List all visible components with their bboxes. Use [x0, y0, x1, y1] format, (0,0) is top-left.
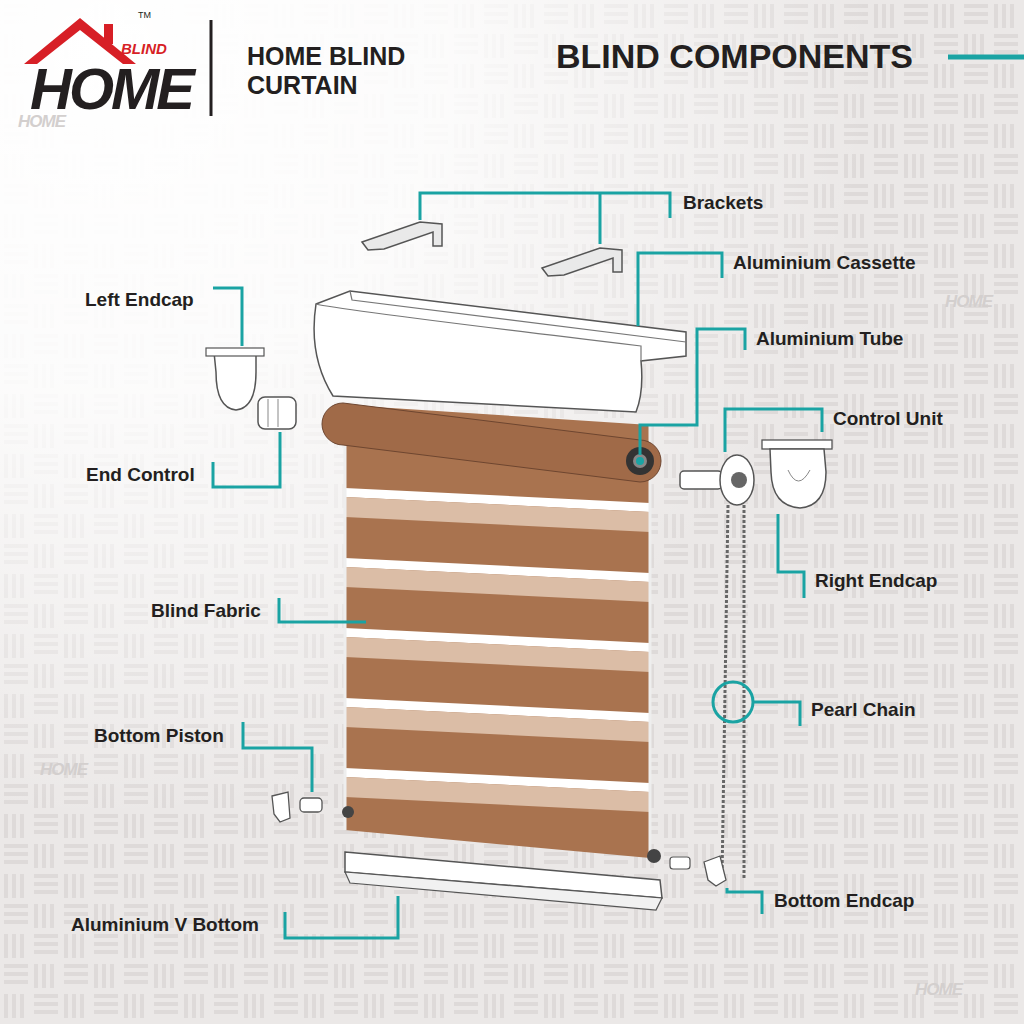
leader-line: [279, 598, 366, 622]
header-rule: [420, 56, 540, 59]
aluminium-cassette: [314, 291, 686, 412]
part-label: Aluminium V Bottom: [71, 914, 259, 936]
right-endcap: [770, 449, 826, 508]
watermark: HOME: [915, 980, 962, 1000]
left-endcap: [214, 352, 256, 410]
fabric-edge: [649, 425, 652, 858]
fabric-edge: [344, 405, 347, 830]
light-stripe: [345, 637, 650, 672]
right-endcap-tab: [762, 440, 832, 449]
logo-chimney: [104, 24, 113, 44]
diagram-title: BLIND COMPONENTS: [556, 37, 913, 76]
bottom-piston-cap: [272, 792, 290, 822]
left-endcap-tab: [206, 348, 264, 356]
fabric-stripes: [345, 488, 650, 812]
leader-circle: [713, 682, 753, 722]
tube-core: [633, 454, 647, 468]
v-bottom-lip: [345, 872, 662, 910]
pearl-chain: [743, 505, 746, 878]
leader-line: [243, 722, 312, 792]
control-gear: [731, 472, 747, 488]
pearl-chain: [722, 505, 728, 878]
part-label: End Control: [86, 464, 195, 486]
part-label: Aluminium Cassette: [733, 252, 916, 274]
bottom-rod-end: [342, 806, 354, 818]
watermark: HOME: [945, 292, 992, 312]
part-label: Control Unit: [833, 408, 943, 430]
watermark: HOME: [40, 760, 87, 780]
leader-line: [213, 432, 280, 487]
leader-line: [420, 193, 670, 244]
leader-line: [727, 888, 762, 914]
leader-lines: [213, 193, 822, 938]
bottom-piston: [670, 857, 690, 869]
part-label: Left Endcap: [85, 289, 194, 311]
control-shaft: [680, 471, 722, 489]
leader-line: [725, 409, 822, 452]
bottom-rod-end: [647, 849, 661, 863]
part-label: Bottom Piston: [94, 725, 224, 747]
part-label: Brackets: [683, 192, 763, 214]
leader-line: [213, 288, 242, 346]
leader-line: [778, 514, 804, 598]
trademark: TM: [138, 10, 151, 20]
end-control-groove: [278, 399, 279, 427]
watermark: HOME: [18, 112, 65, 132]
light-stripe: [345, 777, 650, 812]
control-unit: [720, 455, 754, 505]
bottom-piston: [300, 798, 322, 812]
bracket: [362, 222, 442, 250]
light-stripe: [345, 707, 650, 742]
leader-line: [753, 702, 800, 726]
header-divider: [210, 20, 213, 116]
header-rule: [948, 55, 1024, 60]
aluminium-tube: [322, 403, 661, 482]
leader-line: [640, 329, 745, 455]
part-label: Pearl Chain: [811, 699, 916, 721]
bottom-endcap: [704, 856, 726, 886]
end-control: [258, 397, 296, 429]
leader-dot: [636, 457, 644, 465]
cassette-edge: [316, 304, 641, 361]
logo-subword: BLIND: [121, 40, 167, 57]
light-stripe: [345, 497, 650, 532]
end-control-groove: [268, 399, 269, 427]
brand-heading: HOME BLIND CURTAIN: [247, 42, 447, 100]
part-label: Right Endcap: [815, 570, 937, 592]
endcap-detail: [788, 470, 810, 481]
part-label: Bottom Endcap: [774, 890, 914, 912]
bracket: [542, 248, 622, 276]
part-label: Blind Fabric: [151, 600, 261, 622]
part-label: Aluminium Tube: [756, 328, 903, 350]
light-stripe: [345, 567, 650, 602]
leader-line: [638, 253, 722, 326]
leader-line: [285, 896, 398, 938]
